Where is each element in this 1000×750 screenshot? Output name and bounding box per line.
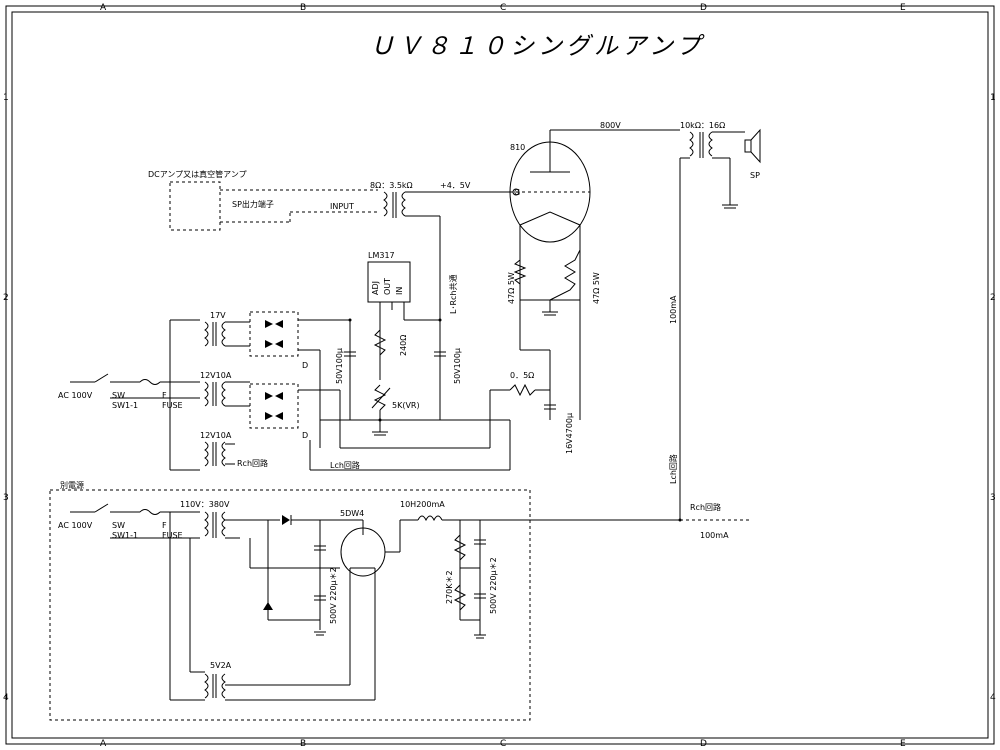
- col-label-e-bottom: E: [900, 739, 906, 749]
- c50v-2-label: 50V100μ: [453, 348, 462, 384]
- dc-amp-label: DCアンプ又は真空管アンプ: [148, 169, 247, 179]
- col-label-a: A: [100, 3, 107, 13]
- r47-1-label: 47Ω 5W: [507, 272, 516, 304]
- sp-terminal-label: SP出力端子: [232, 199, 274, 209]
- psu-f-label: F: [162, 521, 167, 530]
- col-label-b-bottom: B: [300, 739, 306, 749]
- lm-pin-adj: ADJ: [371, 281, 380, 295]
- current-label: 100mA: [669, 295, 678, 324]
- sw-label: SW: [112, 391, 125, 400]
- diode-d1-label: D: [302, 361, 308, 370]
- row-label-3: 3: [3, 493, 9, 503]
- col-label-e: E: [900, 3, 906, 13]
- plate-v-label: 800V: [600, 121, 621, 130]
- heater-label: 5V2A: [210, 661, 232, 670]
- sp-label: SP: [750, 171, 760, 180]
- diode-d2-label: D: [302, 431, 308, 440]
- row-label-3-right: 3: [990, 493, 996, 503]
- psu-c2-label: 500V 220μ＊2: [489, 557, 498, 614]
- psu-c1-label: 500V 220μ＊2: [329, 567, 338, 624]
- lm317-label: LM317: [368, 251, 395, 260]
- cathode-resistors: 47Ω 5W 47Ω 5W: [507, 249, 601, 316]
- row-label-2: 2: [3, 293, 9, 303]
- psu-ac-label: AC 100V: [58, 521, 93, 530]
- r05-label: 0．5Ω: [510, 371, 534, 380]
- row-label-1: 1: [3, 93, 9, 103]
- grid-label: G: [514, 188, 520, 197]
- psu-label: 別電源: [60, 481, 84, 490]
- ac-label: AC 100V: [58, 391, 93, 400]
- psu-box: [49, 489, 531, 721]
- t12v-2-label: 12V10A: [200, 431, 232, 440]
- row-label-4-right: 4: [990, 693, 996, 703]
- col-label-c: C: [500, 3, 506, 13]
- f-label: F: [162, 391, 167, 400]
- dc-amp-box: [169, 181, 221, 231]
- input-label: INPUT: [330, 202, 354, 211]
- row-label-4: 4: [3, 693, 9, 703]
- input-section: DCアンプ又は真空管アンプ SP出力端子 INPUT 8Ω：3.5kΩ +4．5…: [148, 169, 510, 320]
- bridge-2: [249, 383, 299, 429]
- output-section: 10kΩ：16Ω SP 100mA Lch回路: [668, 121, 761, 520]
- heater-supply: 17V D 12V10A D 0．5Ω: [58, 300, 574, 471]
- psu-fuse-label: FUSE: [162, 531, 183, 540]
- choke-icon: [417, 515, 443, 522]
- tube-810: 810 G 800V: [509, 121, 680, 420]
- sw-id-label: SW1-1: [112, 401, 138, 410]
- row-label-1-right: 1: [990, 93, 996, 103]
- lch-label: Lch回路: [330, 460, 360, 470]
- psu-sw-id-label: SW1-1: [112, 531, 138, 540]
- rect-label: 5DW4: [340, 509, 364, 518]
- col-label-d: D: [700, 3, 707, 13]
- t12v-1-label: 12V10A: [200, 371, 232, 380]
- row-label-2-right: 2: [990, 293, 996, 303]
- fuse-label: FUSE: [162, 401, 183, 410]
- lrch-label: L･Rch共通: [448, 275, 458, 314]
- r240-label: 240Ω: [399, 335, 408, 356]
- col-label-a-bottom: A: [100, 739, 107, 749]
- c16v-label: 16V4700μ: [565, 413, 574, 454]
- tube-810-label: 810: [510, 143, 525, 152]
- lm-pin-out: OUT: [383, 278, 392, 295]
- c50v-1-label: 50V100μ: [335, 348, 344, 384]
- psu-trans-label: 110V：380V: [180, 500, 230, 509]
- r47-2-label: 47Ω 5W: [592, 272, 601, 304]
- col-label-b: B: [300, 3, 306, 13]
- fuse-icon: [139, 379, 161, 385]
- bridge-1: [249, 311, 299, 357]
- lm-pin-in: IN: [395, 287, 404, 295]
- psu-sw-label: SW: [112, 521, 125, 530]
- r270-label: 270K＊2: [445, 570, 454, 604]
- separate-psu: 別電源 AC 100V SW SW1-1 F FUSE 110V：380V 50…: [49, 481, 750, 721]
- rch-label: Rch回路: [237, 458, 268, 468]
- rectifier-tube: [340, 527, 386, 577]
- lm317-box: [367, 261, 411, 303]
- psu-rch-label: Rch回路: [690, 502, 721, 512]
- bias-v-label: +4．5V: [440, 181, 471, 190]
- lch-vertical-label: Lch回路: [668, 454, 678, 484]
- switch-icon: [94, 373, 109, 383]
- out-trans-label: 10kΩ：16Ω: [680, 121, 725, 130]
- t17v-label: 17V: [210, 311, 226, 320]
- col-label-d-bottom: D: [700, 739, 707, 749]
- vr-label: 5K(VR): [392, 401, 420, 410]
- input-trans-label: 8Ω：3.5kΩ: [370, 181, 413, 190]
- choke-label: 10H200mA: [400, 500, 445, 509]
- frame: A B C D E A B C D E 1 2 3 4 1 2 3 4: [3, 3, 996, 749]
- page-title: ＵＶ８１０シングルアンプ: [370, 32, 705, 60]
- psu-current-label: 100mA: [700, 531, 729, 540]
- lm317-regulator: LM317 ADJ OUT IN 240Ω 5K(VR) 50V100μ 50V…: [335, 251, 462, 436]
- col-label-c-bottom: C: [500, 739, 506, 749]
- speaker-icon: [744, 139, 752, 153]
